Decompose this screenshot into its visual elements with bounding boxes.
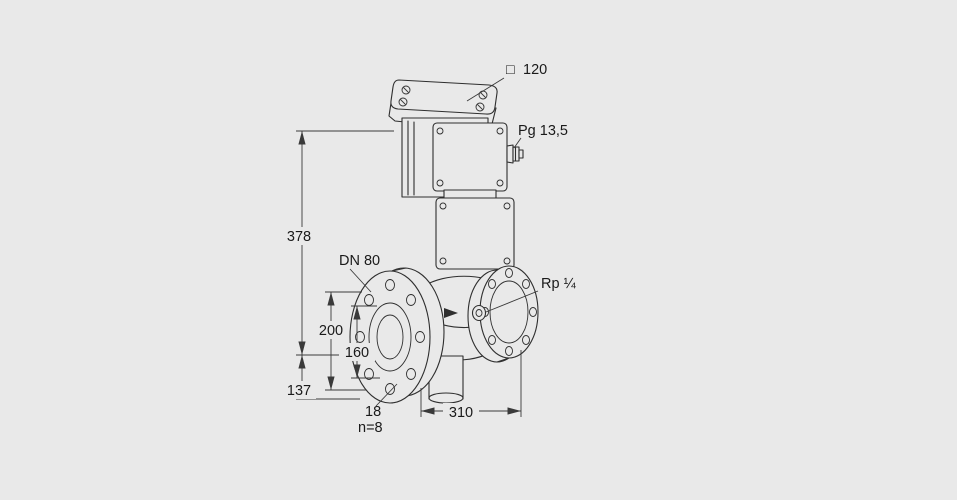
junction-box <box>432 122 524 192</box>
square-symbol: □ <box>506 62 515 78</box>
left-flange <box>349 267 445 404</box>
left-flange-bore <box>376 314 404 360</box>
dim-137-label: 137 <box>287 383 311 399</box>
label-masks <box>282 227 479 421</box>
rp-port-label: Rp ¼ <box>541 276 577 292</box>
leader-pg <box>513 137 522 149</box>
dim-200-label: 200 <box>319 323 343 339</box>
right-flange-bolt-holes <box>481 268 537 356</box>
motor-cap-top <box>390 79 498 115</box>
dn80-label: DN 80 <box>339 253 380 269</box>
motor-cap-screws <box>398 85 488 112</box>
leader-lines <box>349 77 539 407</box>
flow-direction-arrow <box>444 308 458 318</box>
dim-378-label: 378 <box>287 229 311 245</box>
dim-310-label: 310 <box>449 405 473 421</box>
junction-box-front <box>432 122 508 192</box>
bolt-count-label: n=8 <box>358 420 383 436</box>
leader-dn80 <box>349 268 372 293</box>
lower-box-front <box>435 197 515 270</box>
square-size-label: 120 <box>523 62 547 78</box>
right-flange-raised-face <box>489 280 529 344</box>
labels: □ 120 Pg 13,5 378 DN 80 Rp ¼ 200 160 137… <box>287 62 577 436</box>
leader-rp <box>485 290 539 313</box>
leader-square-120 <box>466 77 505 102</box>
dim-160-label: 160 <box>345 345 369 361</box>
junction-box-screws <box>436 127 504 187</box>
actuator-lower-box <box>435 197 515 270</box>
cable-gland <box>506 144 524 164</box>
bolt-hole-dia-label: 18 <box>365 404 381 420</box>
lower-box-screws <box>439 202 511 265</box>
leader-bolt-hole <box>375 383 398 407</box>
cable-gland-label: Pg 13,5 <box>518 123 568 139</box>
right-flange <box>467 265 539 363</box>
rp-port-boss <box>471 304 487 322</box>
